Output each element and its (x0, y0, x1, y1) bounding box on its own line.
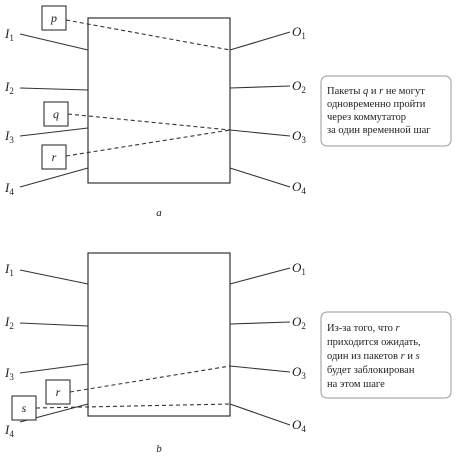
note-line: через коммутатор (327, 112, 406, 123)
input-line-a-3 (19, 127, 89, 137)
note-line: будет заблокирован (327, 365, 415, 376)
input-label-b-2: I2 (4, 314, 14, 331)
input-line-a-2 (19, 87, 89, 91)
packet-label: p (50, 11, 57, 25)
caption-b: b (156, 443, 162, 455)
output-line-a-4 (229, 167, 291, 188)
input-label-b-3: I3 (4, 365, 14, 382)
note-line: r (379, 86, 384, 97)
note-line: не могут (383, 86, 425, 97)
output-label-a-1: O1 (292, 24, 306, 41)
output-line-a-2 (229, 85, 291, 89)
packet-label: s (22, 401, 27, 415)
packet-label: q (53, 107, 59, 121)
note-line: один из пакетов (327, 351, 401, 362)
note-line: и (368, 86, 379, 97)
note-line: s (416, 351, 420, 362)
input-line-a-1 (19, 33, 89, 51)
output-line-a-1 (229, 31, 291, 51)
note-line: приходится ожидать, (327, 337, 421, 348)
output-line-b-4 (229, 403, 291, 426)
input-line-b-1 (19, 269, 89, 285)
packet-q: q (43, 101, 69, 127)
note-line: Пакеты (327, 86, 363, 97)
note-box-b (320, 311, 452, 399)
input-label-a-1: I1 (4, 26, 14, 43)
output-label-b-4: O4 (292, 417, 306, 434)
packet-s: s (11, 395, 37, 421)
input-label-b-4: I4 (4, 422, 14, 439)
input-label-a-2: I2 (4, 79, 14, 96)
panel-b: r s I1 I2 I3 I4 O1 O2 O3 O4 Из-за того, … (4, 252, 452, 455)
output-label-b-3: O3 (292, 364, 306, 381)
packet-label: r (56, 385, 61, 399)
note-line: Из-за того, что (327, 323, 396, 334)
note-line: и (405, 351, 416, 362)
path-q (67, 113, 231, 131)
output-line-b-2 (229, 321, 291, 325)
note-text-b: Из-за того, что r приходится ожидать, один… (327, 323, 421, 390)
note-box-a (320, 75, 452, 147)
path-r-b (69, 365, 231, 393)
input-line-a-4 (19, 167, 89, 188)
note-line: r (401, 351, 406, 362)
caption-a: a (156, 207, 162, 219)
output-line-a-3 (229, 129, 291, 137)
note-line: за один временной шаг (327, 125, 431, 136)
output-line-b-3 (229, 365, 291, 373)
packet-p: p (41, 5, 67, 31)
switch-box-a (87, 17, 231, 184)
note-line: r (396, 323, 401, 334)
input-line-b-3 (19, 363, 89, 374)
note-line: одновременно пройти (327, 99, 426, 110)
note-line: на этом шаге (327, 379, 385, 390)
path-s (35, 403, 231, 409)
panel-a: p q r I1 I2 I3 I4 O1 O2 O3 O4 Пакеты q и… (4, 5, 452, 219)
switch-box-b (87, 252, 231, 417)
input-label-a-4: I4 (4, 180, 14, 197)
packet-r-b: r (45, 379, 71, 405)
packet-label: r (52, 150, 57, 164)
input-label-b-1: I1 (4, 261, 14, 278)
output-label-a-4: O4 (292, 179, 306, 196)
note-line: q (363, 86, 368, 97)
output-line-b-1 (229, 267, 291, 285)
input-label-a-3: I3 (4, 128, 14, 145)
output-label-b-1: O1 (292, 260, 306, 277)
output-label-b-2: O2 (292, 314, 306, 331)
note-text-a: Пакеты q и r не могут одновременно пройти… (327, 86, 431, 136)
output-label-a-3: O3 (292, 128, 306, 145)
input-line-b-2 (19, 322, 89, 327)
packet-r: r (41, 144, 67, 170)
output-label-a-2: O2 (292, 78, 306, 95)
